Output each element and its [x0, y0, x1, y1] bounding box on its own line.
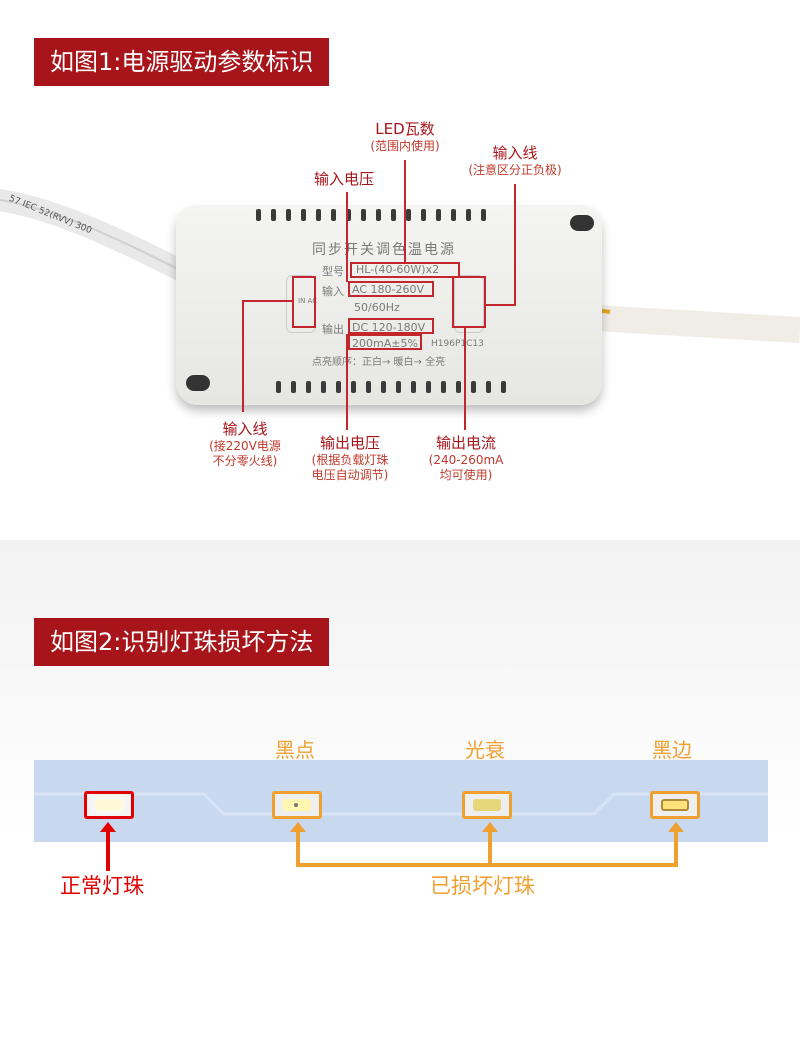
line-output-voltage	[346, 334, 348, 430]
led-light-decay	[462, 791, 512, 819]
input-value: AC 180-260V	[352, 283, 424, 296]
input-cable	[0, 189, 200, 286]
driver-box: 同步开关调色温电源 型号 HL-(40-60W)x2 输入 AC 180-260…	[176, 205, 602, 405]
freq-value: 50/60Hz	[354, 301, 400, 314]
mount-hole-left	[186, 375, 210, 391]
mount-hole-right	[570, 215, 594, 231]
led-normal	[84, 791, 134, 819]
output-cable	[596, 305, 800, 343]
label-output-current: 输出电流 (240-260mA 均可使用)	[420, 432, 512, 483]
label-normal: 正常灯珠	[60, 874, 144, 898]
label-output-voltage-title: 输出电压	[319, 434, 380, 452]
line-input-left-h	[242, 300, 292, 302]
box-model	[350, 262, 460, 278]
top-vents	[256, 209, 486, 221]
led-strip	[34, 760, 768, 842]
label-black-dot: 黑点	[275, 738, 315, 762]
label-black-edge: 黑边	[652, 738, 692, 762]
box-input	[348, 281, 434, 297]
label-input-line-left-title: 输入线	[222, 420, 268, 438]
box-current	[348, 334, 422, 350]
bottom-vents	[276, 381, 506, 393]
label-output-current-title: 输出电流	[435, 434, 496, 452]
section-driver-params: 如图1:电源驱动参数标识 57 IEC 52(RVV) 300 同步开关调色温电…	[0, 38, 800, 483]
section1-banner: 如图1:电源驱动参数标识	[34, 38, 330, 86]
label-output-current-sub2: 均可使用)	[439, 468, 493, 482]
line-input-left	[242, 300, 244, 412]
box-output	[348, 318, 434, 334]
line-input-right-h	[486, 304, 516, 306]
code-value: H196P1C13	[431, 339, 484, 349]
line-input-right	[514, 184, 516, 306]
label-led-watt: LED瓦数 (范围内使用)	[360, 118, 450, 154]
led-black-dot	[272, 791, 322, 819]
model-value: HL-(40-60W)x2	[356, 263, 440, 276]
section2-banner: 如图2:识别灯珠损坏方法	[34, 618, 330, 666]
line-input-voltage	[346, 192, 348, 282]
label-input-line-left-sub2: 不分零火线)	[212, 454, 278, 468]
line-output-current	[464, 328, 466, 430]
label-input-voltage-title: 输入电压	[313, 170, 374, 188]
output-value: DC 120-180V	[352, 321, 426, 334]
label-input-line-right-title: 输入线	[492, 144, 538, 162]
label-output-voltage-sub2: 电压自动调节)	[311, 468, 389, 482]
strip-traces	[34, 792, 768, 816]
label-input-line-left: 输入线 (接220V电源 不分零火线)	[196, 418, 294, 469]
label-input-line-left-sub1: (接220V电源	[209, 439, 281, 453]
box-right-terminal	[452, 276, 486, 328]
order-text: 点亮顺序：正白→ 暖白→ 全亮	[312, 357, 446, 368]
input-label: 输入	[322, 285, 344, 298]
led-black-edge	[650, 791, 700, 819]
label-light-decay: 光衰	[465, 738, 505, 762]
label-damaged: 已损坏灯珠	[430, 874, 535, 898]
current-value: 200mA±5%	[352, 337, 418, 350]
in-ac-text: IN AC	[298, 297, 318, 305]
normal-arrow	[100, 822, 116, 871]
label-output-current-sub1: (240-260mA	[428, 453, 504, 467]
label-led-watt-title: LED瓦数	[375, 120, 435, 138]
damaged-arrows	[290, 822, 684, 867]
line-watt	[404, 160, 406, 262]
label-output-voltage-sub1: (根据负载灯珠	[311, 453, 389, 467]
model-label: 型号	[322, 265, 344, 278]
output-label: 输出	[322, 323, 344, 336]
label-input-line-right-sub: (注意区分正负极)	[468, 163, 562, 177]
label-led-watt-sub: (范围内使用)	[370, 139, 440, 153]
section-led-damage: 如图2:识别灯珠损坏方法 黑点 光衰 黑边 正常灯珠 已损坏灯珠	[0, 540, 800, 1054]
driver-name: 同步开关调色温电源	[312, 242, 456, 258]
label-output-voltage: 输出电压 (根据负载灯珠 电压自动调节)	[300, 432, 400, 483]
label-input-line-right: 输入线 (注意区分正负极)	[450, 142, 580, 178]
right-terminal	[454, 275, 484, 333]
label-input-voltage: 输入电压	[304, 168, 384, 189]
box-left-terminal	[292, 276, 316, 328]
